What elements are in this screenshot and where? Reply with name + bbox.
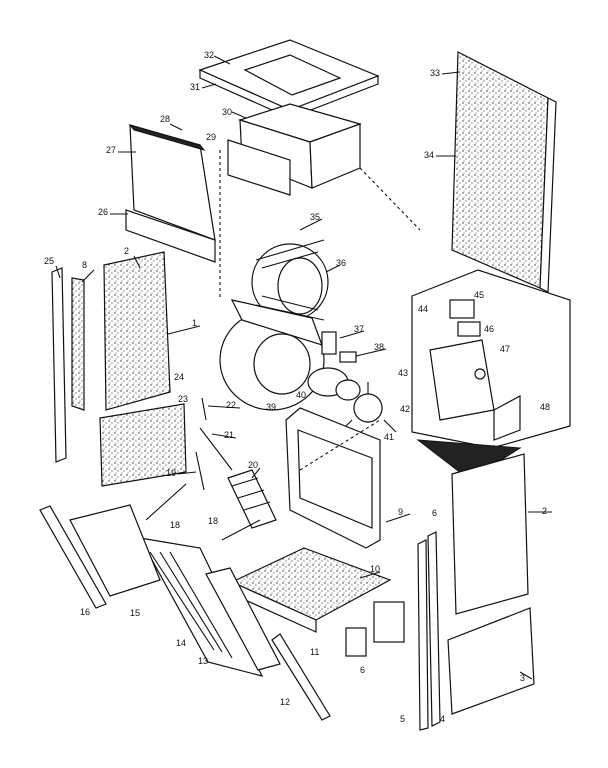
filter-28 (227, 139, 291, 196)
callout-1: 1 (192, 318, 197, 328)
rail-16 (39, 505, 107, 609)
side-panel-26 (125, 124, 216, 263)
channel-8 (71, 277, 85, 411)
callout-47: 48 (540, 402, 550, 412)
front-panel-2 (451, 453, 529, 615)
coil-19 (227, 469, 277, 529)
callout-34: 35 (310, 212, 320, 222)
callout-37: 38 (374, 342, 384, 352)
callout-14: 14 (176, 638, 186, 648)
callout-40: 41 (384, 432, 394, 442)
callout-4: 4 (440, 714, 445, 724)
callout-22: 23 (178, 394, 188, 404)
callout-46: 47 (500, 344, 510, 354)
callout-10: 10 (370, 564, 380, 574)
rail-4 (427, 531, 441, 727)
callout-18: 19 (166, 468, 176, 478)
rail-12 (271, 633, 331, 721)
callout-36: 37 (354, 324, 364, 334)
frame-9 (285, 407, 381, 549)
capacitor (321, 331, 357, 363)
plate-6 (345, 627, 367, 657)
panel-15 (69, 504, 161, 597)
callout-31: 32 (204, 50, 214, 60)
leader-lines (55, 55, 552, 680)
callout-12: 12 (280, 697, 290, 707)
callout-32: 33 (430, 68, 440, 78)
callout-13: 13 (198, 656, 208, 666)
control-box-inset (411, 269, 571, 449)
callout-2-left: 2 (124, 246, 129, 256)
callout-labels: 32 31 30 28 29 27 26 33 34 35 36 37 38 3… (44, 50, 550, 724)
callout-20: 21 (224, 430, 234, 440)
callout-5: 5 (400, 714, 405, 724)
filter-panel-1 (103, 251, 171, 411)
callout-17-a: 18 (170, 520, 180, 530)
blower-wheel (251, 239, 329, 321)
dashed-guides (219, 150, 421, 471)
top-panel (198, 39, 380, 119)
callout-23: 24 (174, 372, 184, 382)
part-20 (199, 427, 233, 471)
bracket-6 (373, 601, 405, 643)
part-21 (201, 397, 207, 421)
callout-8: 8 (82, 260, 87, 270)
callout-17-b: 18 (208, 516, 218, 526)
drain-pan (230, 547, 392, 633)
right-side-panel (451, 51, 557, 293)
callout-16: 16 (80, 607, 90, 617)
blower-motor (307, 367, 361, 401)
rail-24 (51, 267, 67, 463)
callout-26: 27 (106, 145, 116, 155)
callout-41: 42 (400, 404, 410, 414)
rail-5 (417, 539, 429, 731)
part-17 (145, 483, 261, 541)
coil-assembly (138, 537, 281, 677)
blower-scroll (219, 299, 325, 411)
callout-29: 30 (222, 107, 232, 117)
blower-housing-box (238, 103, 362, 189)
callout-30: 31 (190, 82, 200, 92)
callout-35: 36 (336, 258, 346, 268)
callout-19: 20 (248, 460, 258, 470)
callout-6-plate: 6 (360, 665, 365, 675)
callout-39: 40 (296, 390, 306, 400)
callout-45: 46 (484, 324, 494, 334)
callout-43: 44 (418, 304, 428, 314)
callout-15: 15 (130, 608, 140, 618)
filter-22 (99, 403, 187, 487)
part-18 (195, 451, 205, 491)
callout-3: 3 (520, 673, 525, 683)
callout-6-rail: 6 (432, 508, 437, 518)
callout-28: 29 (206, 132, 216, 142)
callout-33: 34 (424, 150, 434, 160)
front-panel-3 (447, 607, 535, 715)
callout-44: 45 (474, 290, 484, 300)
callout-24: 25 (44, 256, 54, 266)
callout-25: 26 (98, 207, 108, 217)
callout-42: 43 (398, 368, 408, 378)
callout-21: 22 (226, 400, 236, 410)
callout-2-right: 2 (542, 506, 547, 516)
callout-27: 28 (160, 114, 170, 124)
callout-9: 9 (398, 507, 403, 517)
callout-38: 39 (266, 402, 276, 412)
callout-11: 11 (310, 647, 319, 657)
